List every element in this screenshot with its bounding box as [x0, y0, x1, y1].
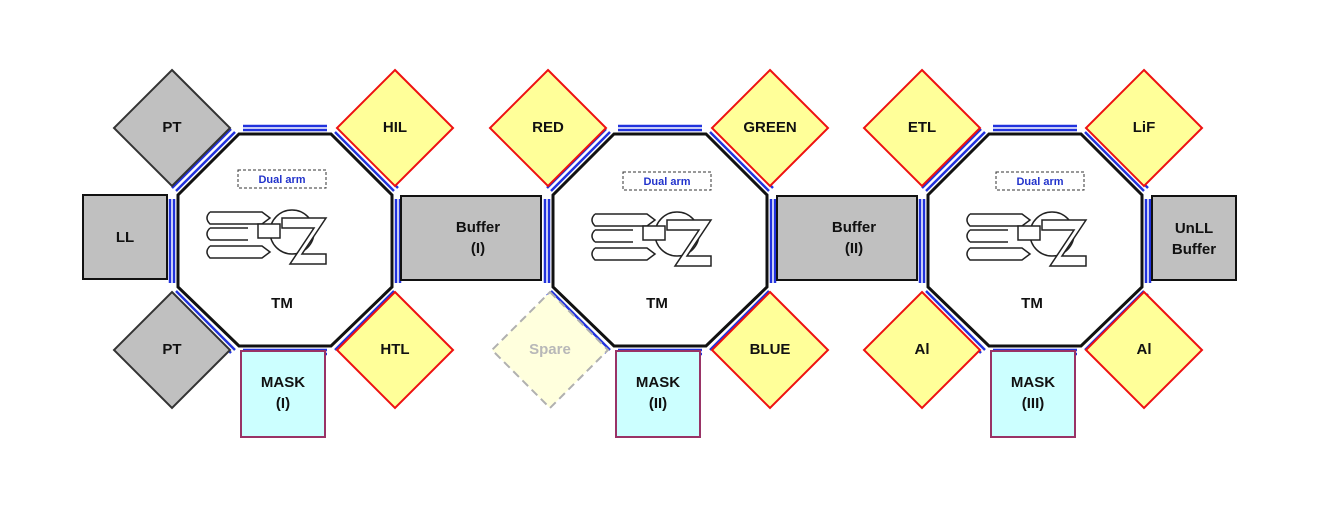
- lif-label: LiF: [1133, 119, 1156, 136]
- process-chamber-blue: [710, 290, 830, 410]
- process-chamber-green: [710, 68, 830, 188]
- dual-arm-label-box: [995, 171, 1085, 191]
- dual-arm-label: Dual arm: [1016, 176, 1063, 188]
- mask-1-label-line2: (I): [276, 395, 290, 412]
- mask-chamber-2: [615, 350, 701, 438]
- unll-label-line1: UnLL: [1175, 220, 1213, 237]
- dual-arm-label: Dual arm: [258, 174, 305, 186]
- mask-2-label-line1: MASK: [636, 374, 680, 391]
- process-chamber-etl: [862, 68, 982, 188]
- buffer-1-label-line1: Buffer: [456, 219, 500, 236]
- mask-2-label-line2: (II): [649, 395, 667, 412]
- unll-label-line2: Buffer: [1172, 241, 1216, 258]
- transfer-module-chamber: [176, 132, 394, 348]
- dual-arm-label-box: [237, 169, 327, 189]
- al-left-label: Al: [915, 341, 930, 358]
- spare-chamber: [490, 290, 610, 410]
- buffer-2-label-line1: Buffer: [832, 219, 876, 236]
- cluster-1: Dual arm TM PT HIL PT HTL MASK (I) LL: [82, 68, 455, 438]
- process-chamber-pt-top: [112, 68, 232, 188]
- red-label: RED: [532, 119, 564, 136]
- al-right-label: Al: [1137, 341, 1152, 358]
- green-label: GREEN: [743, 119, 796, 136]
- load-lock-ll: [82, 194, 168, 280]
- process-chamber-al-left: [862, 290, 982, 410]
- mask-3-label-line2: (III): [1022, 395, 1045, 412]
- tm-label: TM: [271, 295, 293, 312]
- mask-3-label-line1: MASK: [1011, 374, 1055, 391]
- process-chamber-al-right: [1084, 290, 1204, 410]
- buffer-2-label-line2: (II): [845, 240, 863, 257]
- cluster-2: Dual arm TM RED GREEN Spare BLUE MASK (I…: [488, 68, 830, 438]
- cluster-3: Dual arm TM ETL LiF Al Al MASK (III): [862, 68, 1204, 438]
- pt-bottom-label: PT: [162, 341, 181, 358]
- blue-label: BLUE: [750, 341, 791, 358]
- mask-chamber-1: [240, 350, 326, 438]
- tm-label: TM: [1021, 295, 1043, 312]
- process-chamber-hil: [335, 68, 455, 188]
- etl-label: ETL: [908, 119, 936, 136]
- mask-chamber-3: [990, 350, 1076, 438]
- tm-label: TM: [646, 295, 668, 312]
- process-chamber-lif: [1084, 68, 1204, 188]
- ll-label: LL: [116, 229, 134, 246]
- buffer-chamber-1: [400, 195, 542, 281]
- htl-label: HTL: [380, 341, 409, 358]
- process-chamber-red: [488, 68, 608, 188]
- process-chamber-pt-bottom: [112, 290, 232, 410]
- spare-label: Spare: [529, 341, 571, 358]
- buffer-chamber-2: [776, 195, 918, 281]
- dual-arm-label-box: [622, 171, 712, 191]
- dual-arm-label: Dual arm: [643, 176, 690, 188]
- pt-top-label: PT: [162, 119, 181, 136]
- mask-1-label-line1: MASK: [261, 374, 305, 391]
- buffer-1-label-line2: (I): [471, 240, 485, 257]
- hil-label: HIL: [383, 119, 407, 136]
- process-chamber-htl: [335, 290, 455, 410]
- unload-lock-buffer: [1151, 195, 1237, 281]
